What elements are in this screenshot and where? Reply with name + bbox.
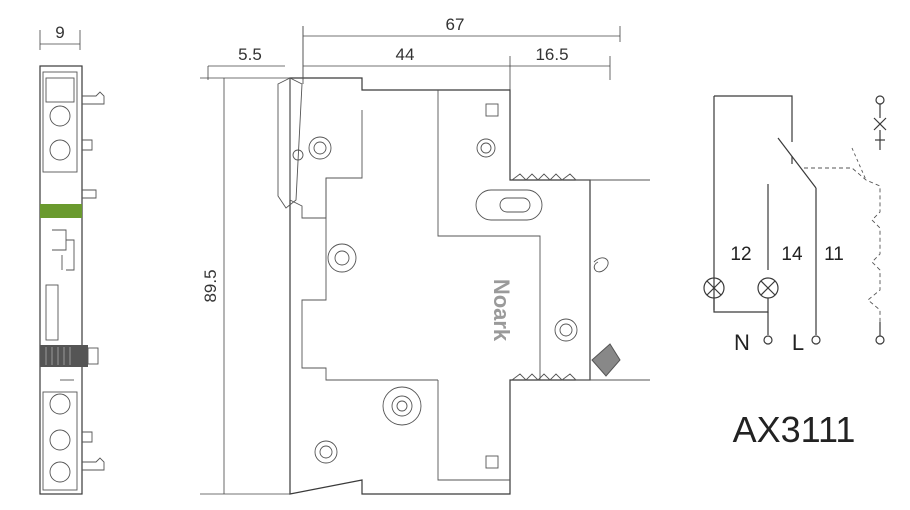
breaker-terminal-top [875, 95, 885, 105]
breaker-terminal-bottom [875, 335, 885, 345]
brand-label: Noark [489, 279, 514, 342]
model-name: AX3111 [733, 409, 856, 450]
line-label: L [792, 330, 804, 355]
wiring-schematic: N L 12 14 11 AX3111 [703, 95, 887, 450]
line-terminal [811, 335, 821, 345]
terminal-12-label: 12 [730, 244, 751, 265]
green-accent-stripe [40, 204, 82, 218]
front-view: 67 5.5 44 16.5 89.5 [200, 15, 650, 495]
side-view: 9 [39, 23, 105, 495]
body-depth-label: 44 [396, 45, 415, 64]
neutral-label: N [734, 330, 750, 355]
neutral-terminal [763, 335, 773, 345]
height-label: 89.5 [201, 269, 220, 302]
rear-depth-label: 16.5 [535, 45, 568, 64]
rocker-handle [591, 343, 621, 377]
mechanical-link [804, 167, 881, 322]
screw-top [308, 136, 332, 160]
terminal-11-label: 11 [824, 244, 844, 265]
front-lever [277, 77, 303, 209]
terminal-14-label: 14 [781, 244, 803, 265]
side-body [39, 65, 83, 495]
side-width-label: 9 [55, 23, 64, 42]
screw-bottom [382, 386, 422, 426]
screw-middle [327, 243, 357, 273]
contact-blade [777, 137, 817, 189]
test-slot [475, 189, 543, 221]
overall-length-label: 67 [446, 15, 465, 34]
front-body-outline [289, 77, 591, 495]
front-offset-label: 5.5 [238, 45, 262, 64]
